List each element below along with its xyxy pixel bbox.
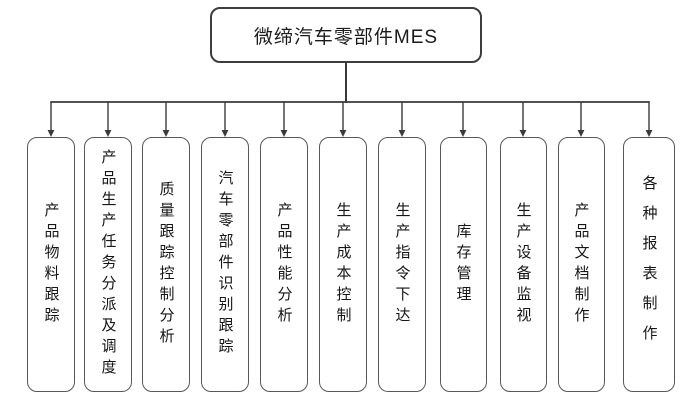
child-node-label: 质量跟踪控制分析 <box>157 180 175 349</box>
child-node-label: 产品生产任务分派及调度 <box>99 149 117 380</box>
child-node-label: 各种报表制作 <box>640 174 658 355</box>
child-node-label: 生产成本控制 <box>334 201 352 328</box>
child-node: 生产指令下达 <box>378 137 426 392</box>
child-node: 汽车零部件识别跟踪 <box>201 137 249 392</box>
child-node-label: 生产指令下达 <box>393 201 411 328</box>
child-node: 产品物料跟踪 <box>27 137 75 392</box>
child-node: 质量跟踪控制分析 <box>142 137 190 392</box>
child-node: 生产设备监视 <box>499 137 547 392</box>
child-node: 生产成本控制 <box>319 137 367 392</box>
child-node: 产品生产任务分派及调度 <box>84 137 132 392</box>
root-node-label: 微缔汽车零部件MES <box>253 26 439 48</box>
child-node: 各种报表制作 <box>623 137 675 392</box>
child-node-label: 产品物料跟踪 <box>42 201 60 328</box>
root-node: 微缔汽车零部件MES <box>210 7 482 63</box>
child-node-label: 汽车零部件识别跟踪 <box>216 170 234 359</box>
child-node: 库存管理 <box>439 137 487 392</box>
child-node-label: 库存管理 <box>454 222 472 307</box>
child-node-label: 生产设备监视 <box>514 201 532 328</box>
child-node: 产品文档制作 <box>557 137 605 392</box>
child-node-label: 产品性能分析 <box>275 201 293 328</box>
child-node-label: 产品文档制作 <box>572 201 590 328</box>
child-node: 产品性能分析 <box>260 137 308 392</box>
